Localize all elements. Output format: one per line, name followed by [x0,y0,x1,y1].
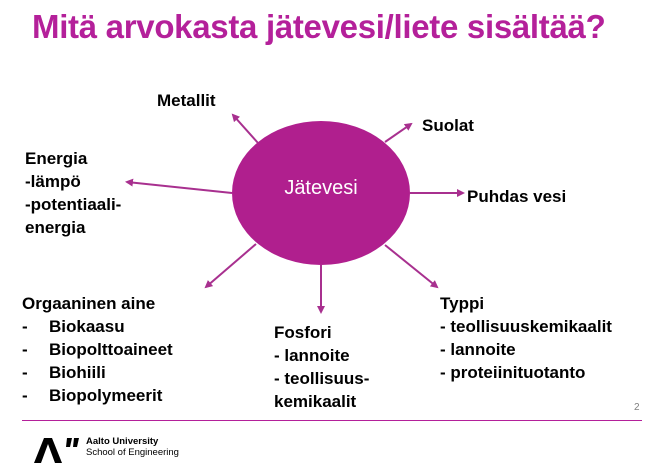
list-item-label: Biopolymeerit [49,386,163,405]
node-typpi: Typpi - teollisuuskemikaalit - lannoite … [440,292,612,384]
energia-line: -lämpö [25,172,81,191]
list-item: - Biokaasu [22,315,173,338]
bullet-dash: - [22,317,28,336]
node-fosfori: Fosfori - lannoite - teollisuus- kemikaa… [274,321,369,413]
bullet-dash: - [22,340,28,359]
list-item-label: Biokaasu [49,317,125,336]
aalto-logo-icon [34,438,79,463]
bullet-dash: - [22,386,28,405]
typpi-line: - proteiinituotanto [440,363,586,382]
arrow-suolat [384,122,413,143]
footer-text: Aalto University School of Engineering [86,436,179,458]
node-orgaaninen-aine: Orgaaninen aine - Biokaasu - Biopolttoai… [22,292,173,407]
node-energia: Energia -lämpö -potentiaali- energia [25,147,121,239]
list-item: - Biopolymeerit [22,384,173,407]
typpi-line: - lannoite [440,340,516,359]
list-item: - Biohiili [22,361,173,384]
list-item-label: Biopolttoaineet [49,340,173,359]
slide-title: Mitä arvokasta jätevesi/liete sisältää? [32,8,606,45]
energia-line: -potentiaali- [25,195,122,214]
school-name: School of Engineering [86,447,179,458]
center-label: Jätevesi [284,177,358,199]
energia-line: Energia [25,149,88,168]
typpi-line: Typpi [440,294,485,313]
fosfori-line: - lannoite [274,346,350,365]
arrow-orgaaninen [204,243,257,289]
footer-divider [22,420,642,421]
bullet-dash: - [22,363,28,382]
arrow-metallit [231,113,259,144]
university-name: Aalto University [86,436,159,447]
node-metallit: Metallit [157,91,216,110]
fosfori-line: Fosfori [274,323,332,342]
node-puhdas-vesi: Puhdas vesi [467,187,567,206]
list-item: - Biopolttoaineet [22,338,173,361]
orgaaninen-heading: Orgaaninen aine [22,294,156,313]
arrow-energia [125,178,233,194]
node-suolat: Suolat [422,116,474,135]
fosfori-line: - teollisuus- [274,369,370,388]
fosfori-line: kemikaalit [274,392,357,411]
list-item-label: Biohiili [49,363,106,382]
center-ellipse [232,121,410,265]
arrow-typpi [384,244,439,289]
page-number: 2 [634,402,640,413]
energia-line: energia [25,218,86,237]
typpi-line: - teollisuuskemikaalit [440,317,612,336]
